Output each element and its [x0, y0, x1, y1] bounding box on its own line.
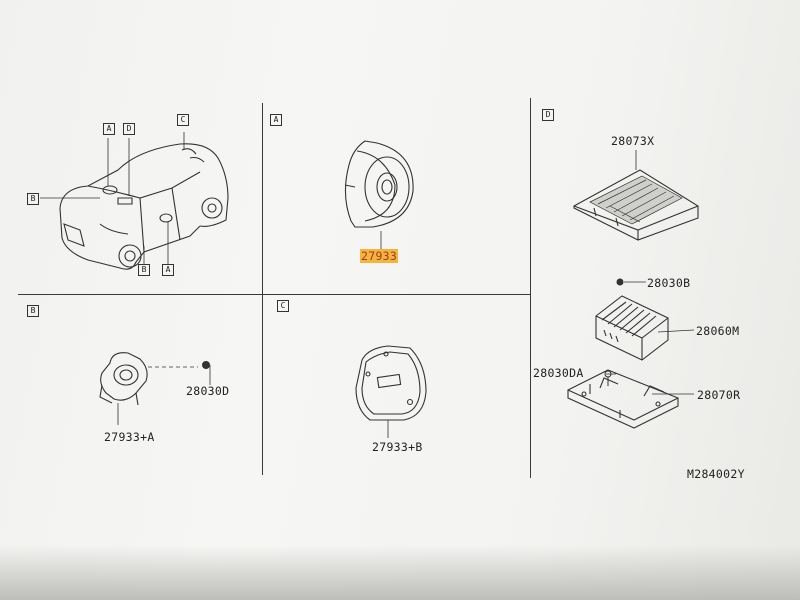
- screen-bottom-shadow: [0, 545, 800, 600]
- amplifier-assembly-drawing: [560, 278, 700, 440]
- car-overview-drawing: [40, 128, 240, 278]
- part-label-28060m: 28060M: [696, 324, 740, 338]
- part-label-28030d: 28030D: [186, 384, 230, 398]
- panel-d-tag: D: [542, 109, 554, 121]
- car-callout-c: C: [177, 114, 189, 126]
- woofer-drawing: [348, 340, 438, 440]
- part-label-28030da: 28030DA: [533, 366, 584, 380]
- tweeter-drawing: [92, 345, 212, 425]
- part-label-28073x: 28073X: [611, 134, 655, 148]
- amplifier-cover-drawing: [570, 148, 700, 248]
- part-label-27933-b: 27933+B: [372, 440, 423, 454]
- part-label-27933-a: 27933+A: [104, 430, 155, 444]
- part-label-28030b: 28030B: [647, 276, 691, 290]
- highlighted-part-number: 27933: [360, 249, 399, 263]
- vertical-divider-right: [530, 98, 531, 478]
- car-callout-a-top: A: [103, 123, 115, 135]
- car-callout-b-bottom: B: [138, 264, 150, 276]
- car-callout-d: D: [123, 123, 135, 135]
- panel-b-tag: B: [27, 305, 39, 317]
- part-label-27933: 27933: [360, 249, 399, 263]
- panel-c-tag: C: [277, 300, 289, 312]
- car-callout-b-left: B: [27, 193, 39, 205]
- drawing-code: M284002Y: [687, 467, 745, 481]
- vertical-divider-left: [262, 103, 263, 475]
- door-speaker-drawing: [335, 135, 425, 235]
- horizontal-divider: [18, 294, 530, 295]
- part-label-28070r: 28070R: [697, 388, 741, 402]
- car-callout-a-bottom: A: [162, 264, 174, 276]
- panel-a-tag: A: [270, 114, 282, 126]
